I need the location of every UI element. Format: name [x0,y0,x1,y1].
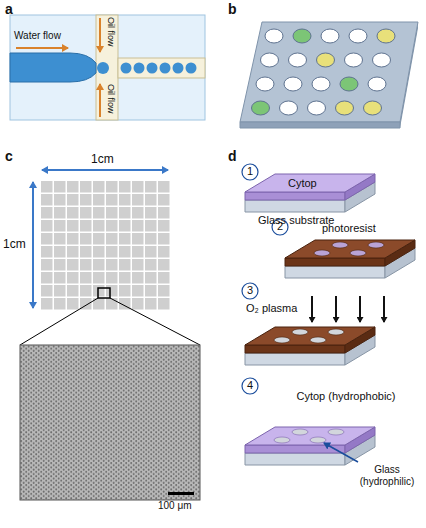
flow-label: Water flow [14,30,61,42]
step-number: 4 [244,379,256,392]
scale-bar-label: 100 μm [158,500,192,512]
flow-label: Oil flow [106,84,116,114]
layer-label: Cytop [288,177,317,190]
layer-label: photoresist [322,222,376,235]
dimension: 1cm [3,238,26,252]
array-chip [20,170,200,500]
step-number: 2 [274,220,286,233]
panel-letter: b [228,1,237,17]
step-number: 3 [244,284,256,297]
process-label: O₂ plasma [246,302,297,315]
panel-letter: d [228,148,237,164]
well-plate [240,22,418,128]
fabrication-steps [242,164,415,465]
panel-letter: a [5,1,13,17]
layer-label: Cytop (hydrophobic) [296,390,396,403]
droplet-chip [10,15,205,120]
step-number: 1 [244,165,256,178]
region-label: Glass (hydrophilic) [351,464,423,487]
flow-label: Oil flow [106,17,116,47]
dimension: 1cm [91,153,114,167]
panel-letter: c [5,148,13,164]
